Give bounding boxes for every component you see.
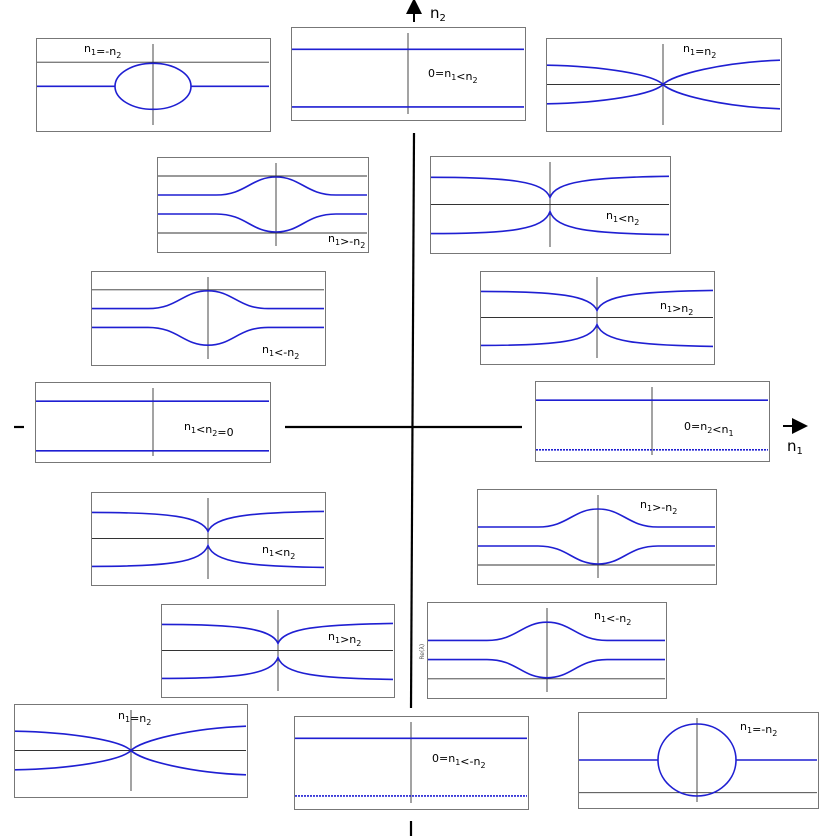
panel-p9: 0=n2<n1	[535, 381, 770, 462]
eigenvalue-curve	[428, 658, 665, 679]
condition-label: 0=n1<n2	[428, 67, 478, 85]
vertical-axis	[409, 132, 416, 709]
eigenvalue-curve	[161, 655, 394, 681]
panel-frame	[291, 27, 526, 121]
panel-p3: n1=n2	[546, 38, 782, 132]
eigenvalue-curve	[478, 508, 715, 528]
panel-p10: n1<n2	[91, 492, 326, 586]
panel-p7: n1>n2	[480, 271, 715, 365]
condition-label: n1>-n2	[640, 498, 677, 516]
eigenvalue-curve	[430, 175, 670, 200]
eigenvalue-curve	[91, 543, 325, 569]
panel-p2: 0=n1<n2	[291, 27, 526, 121]
condition-label: n1<n2	[262, 543, 295, 561]
condition-label: 0=n2<n1	[684, 420, 734, 438]
eigenvalue-curve	[480, 289, 714, 313]
eigenvalue-curve	[158, 213, 367, 233]
y-axis-label: n2	[430, 4, 446, 24]
panel-p11: n1>-n2	[477, 489, 717, 585]
x-axis-label: n1	[787, 437, 803, 457]
condition-label: n1<n2	[606, 209, 639, 227]
eigenvalue-curve	[478, 545, 715, 565]
eigenvalue-loop	[657, 723, 737, 797]
condition-label: n1=n2	[683, 42, 716, 60]
eigenvalue-curve	[430, 208, 670, 236]
panel-p12: n1>n2	[161, 604, 395, 698]
panel-frame	[480, 271, 715, 365]
eigenvalue-curve	[91, 510, 325, 534]
condition-label: n1=-n2	[84, 42, 121, 60]
panel-p6: n1<-n2	[91, 271, 326, 366]
eigenvalue-curve	[92, 289, 324, 310]
eigenvalue-curve	[92, 326, 324, 347]
condition-label: n1>n2	[660, 299, 693, 317]
panel-frame	[36, 38, 271, 132]
panel-frame	[91, 492, 326, 586]
panel-p5: n1<n2	[430, 156, 671, 254]
panel-p16: n1=-n2	[578, 712, 819, 809]
panel-p4: n1>-n2	[157, 157, 369, 253]
condition-label: n1>n2	[328, 630, 361, 648]
eigenvalue-curve	[480, 322, 714, 348]
eigenvalue-curve	[161, 622, 394, 646]
axis-side-label: Re(λ)	[419, 644, 426, 660]
eigenvalue-loop	[114, 62, 192, 111]
panel-p15: 0=n1<-n2	[294, 716, 529, 810]
panel-grid: n1=-n2 0=n1<n2 n1=n2 n1>-n2 n1<n2 n1<-n2 n1>n2…	[14, 27, 819, 810]
condition-label: n1=n2	[118, 709, 151, 727]
condition-label: n1=-n2	[740, 720, 777, 738]
panel-frame	[157, 157, 369, 253]
panel-p14: n1=n2	[14, 704, 248, 798]
condition-label: n1>-n2	[328, 232, 365, 250]
panel-frame	[91, 271, 326, 366]
eigenvalue-curve	[14, 749, 247, 776]
condition-label: n1<n2=0	[184, 420, 234, 439]
panel-p8: n1<n2=0	[35, 382, 271, 463]
eigenvalue-curve	[428, 621, 665, 642]
condition-label: n1<-n2	[262, 343, 299, 361]
panel-frame	[294, 716, 529, 810]
panel-frame	[535, 381, 770, 462]
panel-frame	[430, 156, 671, 254]
panel-p1: n1=-n2	[36, 38, 271, 132]
panel-frame	[477, 489, 717, 585]
eigenvalue-curve	[158, 176, 367, 196]
eigenvalue-curve	[546, 83, 781, 110]
condition-label: n1<-n2	[594, 609, 631, 627]
condition-label: 0=n1<-n2	[432, 752, 486, 770]
